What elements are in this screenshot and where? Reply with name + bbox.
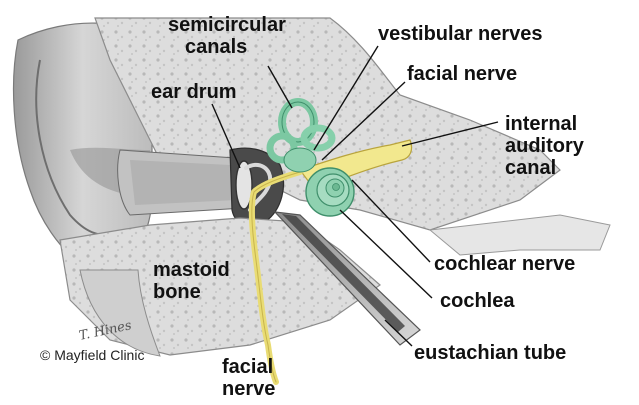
copyright-notice: © Mayfield Clinic xyxy=(40,347,144,363)
label-facial-nerve-top: facial nerve xyxy=(407,63,517,85)
label-cochlea: cochlea xyxy=(440,290,515,312)
label-mastoid-bone-line1: mastoid xyxy=(153,259,230,281)
label-facial-nerve-bottom-line2: nerve xyxy=(222,378,275,400)
label-internal-auditory-canal-line2: auditory xyxy=(505,135,585,157)
label-vestibular-nerves: vestibular nerves xyxy=(378,23,543,45)
label-internal-auditory-canal-line3: canal xyxy=(505,157,556,179)
label-eustachian-tube: eustachian tube xyxy=(414,342,566,364)
label-semicircular-canals-line2: canals xyxy=(185,36,247,58)
label-ear-drum: ear drum xyxy=(151,81,237,103)
label-mastoid-bone-line2: bone xyxy=(153,281,201,303)
ear-canal-shadow xyxy=(130,160,237,205)
vestibule xyxy=(284,148,316,172)
label-cochlear-nerve: cochlear nerve xyxy=(434,253,575,275)
label-internal-auditory-canal-line1: internal xyxy=(505,113,577,135)
label-semicircular-canals-line1: semicircular xyxy=(168,14,286,36)
cochlea xyxy=(306,168,354,216)
label-facial-nerve-bottom-line1: facial xyxy=(222,356,273,378)
